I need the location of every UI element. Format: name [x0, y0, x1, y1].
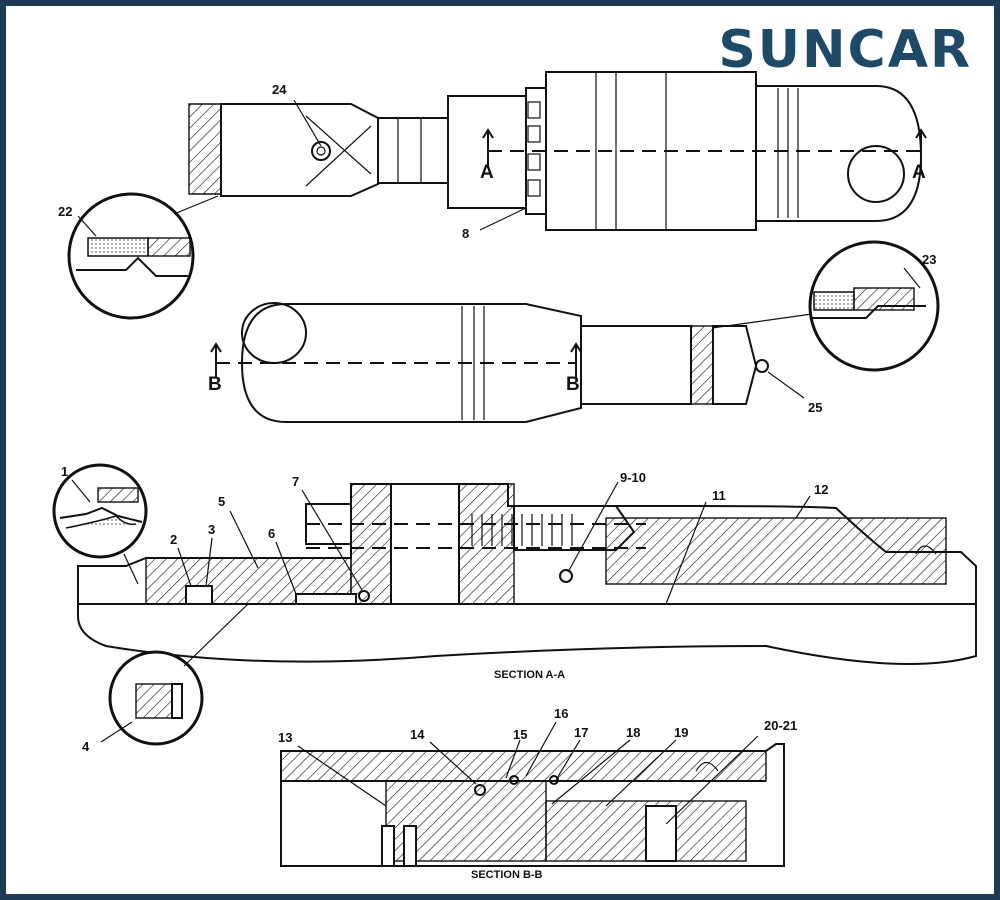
section-aa-callouts: 1 4 2 3 5 6 7 9-10 11 12 SECTION A-A: [52, 463, 828, 754]
callout-24: 24: [272, 82, 287, 97]
section-arrow-b-left: [210, 342, 222, 378]
callout-14: 14: [410, 727, 425, 742]
rod-eye-body: [220, 103, 379, 197]
detail-22-magnifier: 22: [58, 192, 219, 320]
grease-fitting-24: [311, 141, 331, 161]
callout-16: 16: [554, 706, 568, 721]
end-eye: [847, 145, 905, 203]
callout-9-10: 9-10: [620, 470, 646, 485]
section-arrow-a-left: [482, 128, 494, 168]
section-b-right-label: B: [566, 374, 580, 395]
bolt-shank: [390, 483, 460, 605]
section-arrow-a-right: [915, 128, 927, 168]
callout-18: 18: [626, 725, 640, 740]
top-rod-end-view: A A 8 24: [188, 71, 927, 241]
callout-1: 1: [61, 464, 68, 479]
callout-23: 23: [922, 252, 936, 267]
hydraulic-cylinder-diagram: A A 8 24 22: [52, 71, 977, 881]
tube-wall-hatch: [280, 750, 767, 782]
callout-3: 3: [208, 522, 215, 537]
seal-6: [295, 593, 357, 605]
tube-hatch: [605, 517, 947, 585]
seal-3: [185, 585, 213, 605]
section-aa-view: [77, 483, 977, 665]
callout-20-21: 20-21: [764, 718, 797, 733]
setscrew-20-21: [645, 805, 677, 862]
callout-11: 11: [712, 488, 726, 503]
section-bb-view: 13 14 15 16 17 18 19 20-21 SECTION B-B: [278, 706, 797, 881]
brand-logo: SUNCAR: [718, 20, 972, 80]
flange-left-hatch: [350, 483, 392, 605]
callout-17: 17: [574, 725, 588, 740]
rod-eye-section: [188, 103, 222, 195]
callout-13: 13: [278, 730, 292, 745]
rod-b: [580, 325, 692, 405]
callout-7: 7: [292, 474, 299, 489]
section-aa-title: SECTION A-A: [494, 669, 565, 681]
callout-19: 19: [674, 725, 688, 740]
barrel-b: [240, 303, 582, 423]
callout-22: 22: [58, 204, 72, 219]
grease-fitting-25: [755, 359, 769, 373]
detail-23-magnifier: 23: [711, 240, 940, 372]
section-arrow-b-right: [570, 342, 582, 378]
section-a-left-label: A: [480, 162, 494, 183]
flange-right-hatch: [458, 483, 515, 605]
callout-5: 5: [218, 494, 225, 509]
callout-6: 6: [268, 526, 275, 541]
rod-shaft: [377, 117, 449, 184]
callout-8: 8: [462, 226, 469, 241]
callout-2: 2: [170, 532, 177, 547]
middle-cylinder-view: B B 25: [208, 302, 822, 423]
section-b-left-label: B: [208, 374, 222, 395]
callout-25: 25: [808, 400, 822, 415]
rod-eye-b-section: [690, 325, 714, 405]
callout-4: 4: [82, 739, 90, 754]
section-a-right-label: A: [912, 162, 926, 183]
section-bb-title: SECTION B-B: [471, 869, 543, 881]
callout-12: 12: [814, 482, 828, 497]
callout-15: 15: [513, 727, 527, 742]
